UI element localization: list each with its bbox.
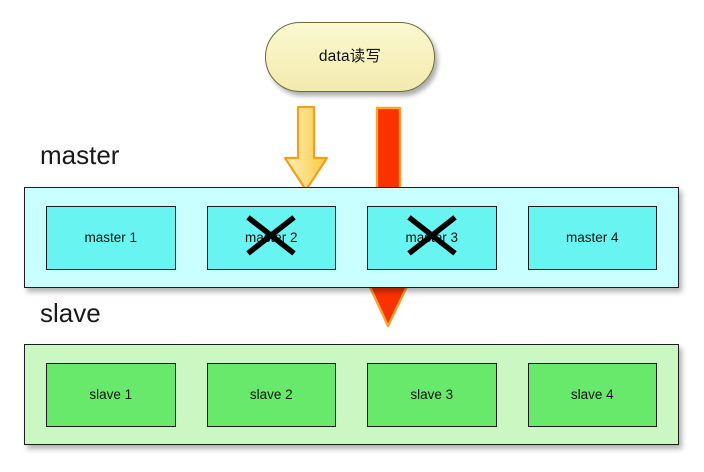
data-read-write-node[interactable]: data读写 <box>265 22 435 92</box>
slave-node-3-label: slave 3 <box>410 386 454 402</box>
slave-node-1[interactable]: slave 1 <box>46 362 176 427</box>
data-read-write-label: data读写 <box>318 48 382 66</box>
master-node-3-label: master 3 <box>405 229 459 245</box>
master-group: master 1 master 2 master 3 master 4 <box>24 187 679 288</box>
master-node-2[interactable]: master 2 <box>206 205 336 270</box>
master-node-1[interactable]: master 1 <box>46 205 176 270</box>
slave-group-label: slave <box>40 298 101 328</box>
slave-node-4[interactable]: slave 4 <box>527 362 657 427</box>
master-node-3[interactable]: master 3 <box>367 205 497 270</box>
master-node-2-label: master 2 <box>244 229 298 245</box>
master-node-4[interactable]: master 4 <box>527 205 657 270</box>
slave-node-2[interactable]: slave 2 <box>206 362 336 427</box>
slave-node-4-label: slave 4 <box>570 386 614 402</box>
slave-node-2-label: slave 2 <box>249 386 293 402</box>
master-node-1-label: master 1 <box>84 229 138 245</box>
slave-node-3[interactable]: slave 3 <box>367 362 497 427</box>
master-node-4-label: master 4 <box>565 229 619 245</box>
read-arrow-icon <box>283 105 329 192</box>
slave-group: slave 1 slave 2 slave 3 slave 4 <box>24 344 679 445</box>
master-group-label: master <box>40 140 120 170</box>
slave-node-1-label: slave 1 <box>89 386 133 402</box>
